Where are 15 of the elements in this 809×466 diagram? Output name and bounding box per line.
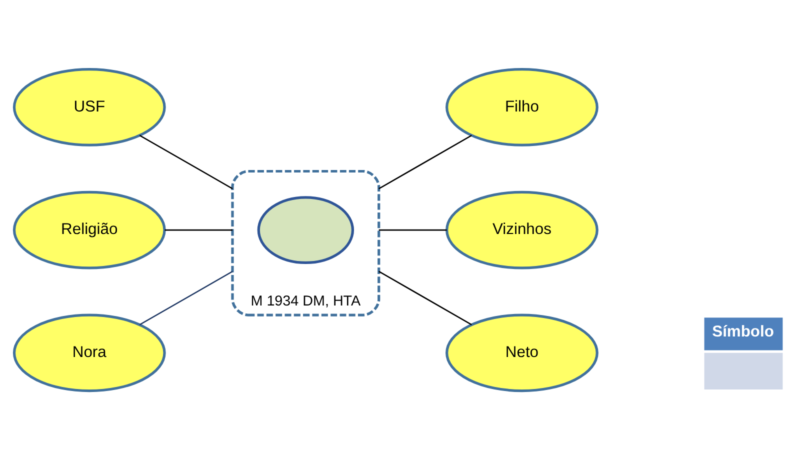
node-ellipse: Vizinhos [445, 190, 598, 270]
connector [138, 270, 232, 326]
node-ellipse: Nora [12, 314, 166, 392]
connector [378, 134, 472, 190]
label: Símbolo [712, 324, 774, 341]
connector [378, 229, 446, 231]
node-ellipse: Neto [445, 314, 598, 392]
connector [378, 270, 472, 326]
node-ellipse: Filho [445, 68, 598, 146]
connector [164, 229, 232, 231]
connector [138, 134, 232, 190]
cluster: M 1934 DM, HTA [230, 170, 380, 316]
node-ellipse: Religião [12, 190, 166, 270]
node-circle [256, 196, 354, 264]
node-ellipse: USF [12, 68, 166, 146]
